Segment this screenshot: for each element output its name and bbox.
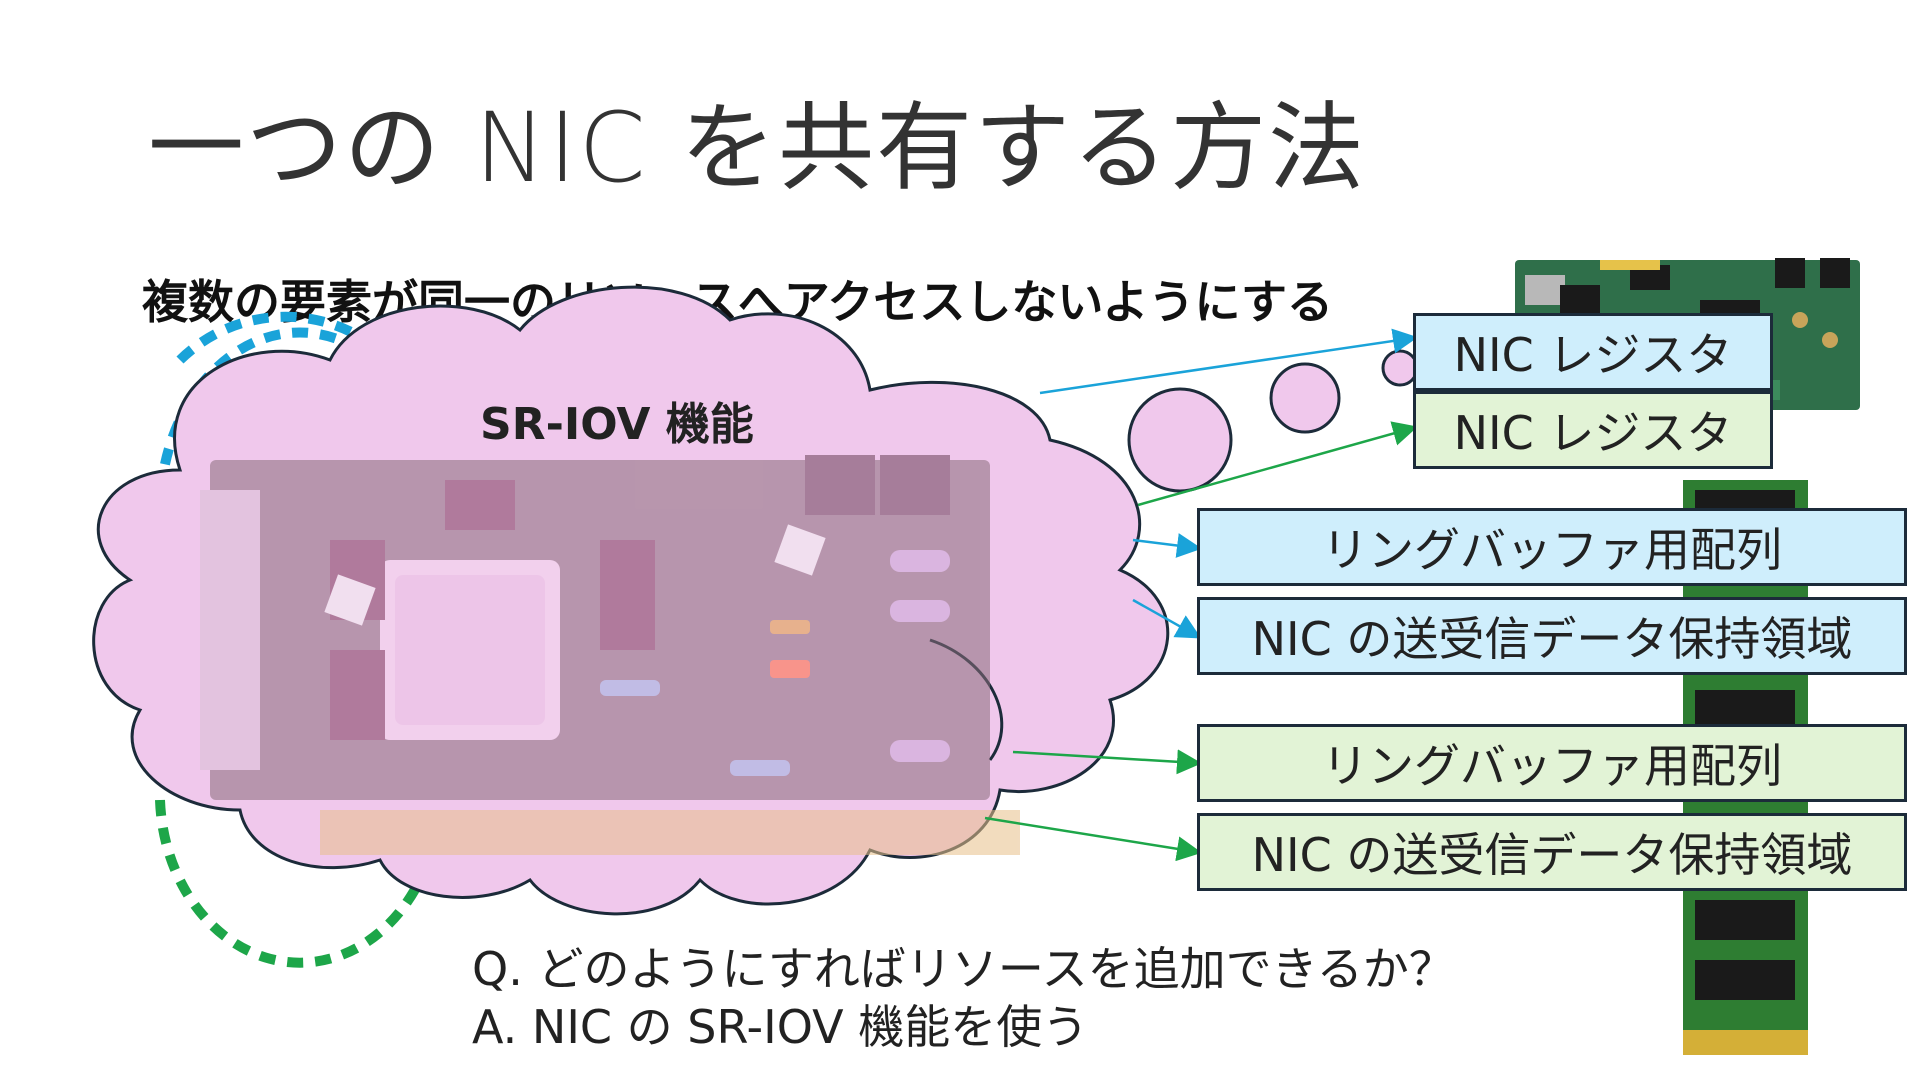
ring-buffer-box-blue: リングバッファ用配列 (1197, 508, 1907, 586)
ring-buffer-box-green: リングバッファ用配列 (1197, 724, 1907, 802)
question-text: Q. どのようにすればリソースを追加できるか？ (472, 942, 1455, 996)
thought-bubbles (1127, 349, 1419, 493)
nic-register-box-green: NIC レジスタ (1413, 391, 1773, 469)
qa-block: Q. どのようにすればリソースを追加できるか？ A. NIC の SR-IOV … (472, 940, 1455, 1056)
sr-iov-label: SR-IOV 機能 (480, 399, 754, 450)
nic-register-box-blue: NIC レジスタ (1413, 313, 1773, 391)
data-area-box-blue: NIC の送受信データ保持領域 (1197, 597, 1907, 675)
answer-text: A. NIC の SR-IOV 機能を使う (472, 1000, 1089, 1054)
data-area-box-green: NIC の送受信データ保持領域 (1197, 813, 1907, 891)
nic-card-image (200, 455, 1020, 855)
arrows (984, 328, 1418, 862)
slide-title: 一つの NIC を共有する方法 (148, 92, 1367, 204)
